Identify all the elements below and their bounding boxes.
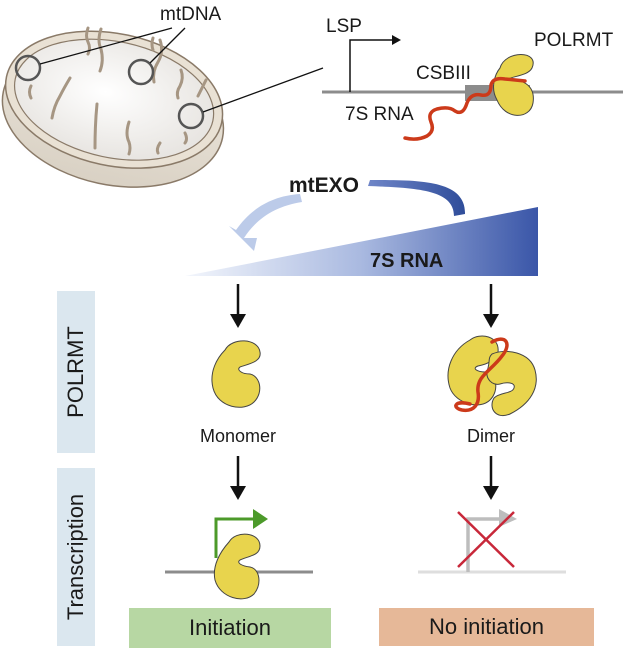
csbiii-label: CSBIII xyxy=(416,63,471,84)
dimer-subunit-right xyxy=(486,350,537,416)
mitochondrion-matrix xyxy=(13,38,215,161)
mtdna-circle xyxy=(177,102,205,130)
lsp-label: LSP xyxy=(326,16,362,37)
initiation-box: Initiation xyxy=(129,608,331,648)
arrowhead-icon xyxy=(483,314,499,328)
green-arrowhead-icon xyxy=(253,509,268,529)
transcription-side-box xyxy=(57,468,95,646)
promoter-inset: LSP CSBIII POLRMT 7S RNA xyxy=(322,16,623,141)
initiation-diagram xyxy=(165,509,313,600)
rna-gradient-section: 7S RNA mtEXO xyxy=(185,174,538,276)
rna-7s-strand xyxy=(403,76,527,141)
rna-7s-ramp-label: 7S RNA xyxy=(370,250,443,272)
arrowhead-icon xyxy=(230,314,246,328)
monomer-label: Monomer xyxy=(200,426,276,446)
initiation-label: Initiation xyxy=(189,615,271,640)
mtdna-circle xyxy=(14,54,42,82)
cross-icon xyxy=(457,511,515,568)
mtexo-degradation-arrow xyxy=(229,194,302,251)
no-initiation-label: No initiation xyxy=(429,614,544,639)
rna-7s-ramp xyxy=(185,207,538,276)
polrmt-monomer: Monomer xyxy=(200,340,276,446)
arrowhead-icon xyxy=(483,486,499,500)
no-initiation-diagram xyxy=(418,509,566,574)
mtdna-circle xyxy=(127,58,155,86)
flow-arrows xyxy=(230,284,499,500)
lsp-arrowhead-icon xyxy=(392,35,401,45)
dimer-bound-rna xyxy=(454,337,509,413)
polrmt-side-box xyxy=(57,291,95,453)
polrmt-dimer: Dimer xyxy=(447,335,537,446)
mtexo-label: mtEXO xyxy=(289,174,359,197)
polrmt-enzyme xyxy=(493,54,534,116)
monomer-shape xyxy=(211,340,261,408)
inactive-promoter-arrow xyxy=(466,517,500,572)
mtdna-label: mtDNA xyxy=(160,4,222,25)
no-initiation-box: No initiation xyxy=(379,608,594,646)
dimer-label: Dimer xyxy=(467,426,515,446)
rna-7s-label: 7S RNA xyxy=(345,104,414,125)
active-promoter-arrow xyxy=(214,517,256,558)
zoom-pointer-line xyxy=(202,67,324,113)
polrmt-label: POLRMT xyxy=(534,30,614,51)
mitochondrion-illustration: mtDNA xyxy=(0,4,324,188)
polrmt-bound-monomer xyxy=(213,533,261,600)
mtdna-pointer-line xyxy=(149,27,186,64)
mtexo-input-arc xyxy=(368,180,466,216)
mtdna-pointer-line xyxy=(39,27,173,65)
lsp-promoter-arrow xyxy=(349,39,394,92)
arrowhead-icon xyxy=(230,486,246,500)
